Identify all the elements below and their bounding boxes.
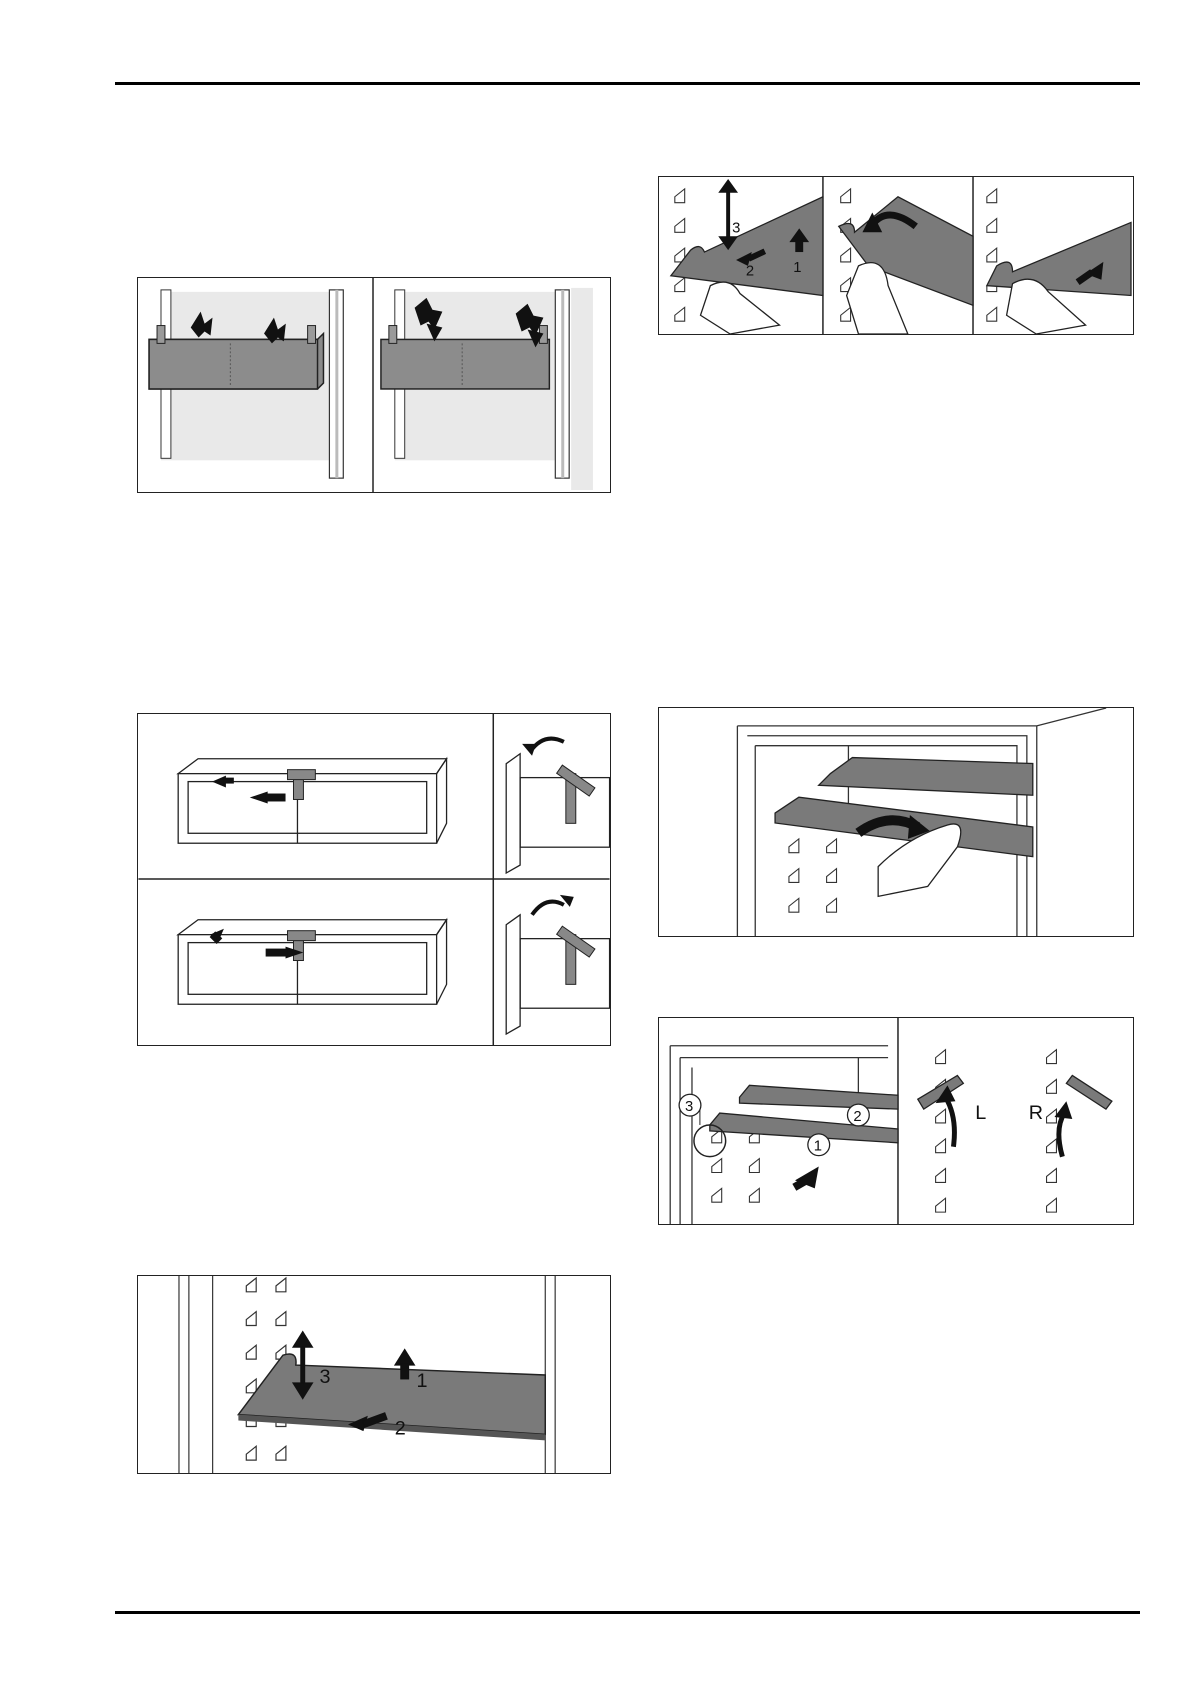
hands-step-3: 3 — [732, 220, 740, 236]
circle-label-1: 1 — [814, 1139, 822, 1155]
figure-shelf-support: 3 2 1 L R — [658, 1017, 1134, 1225]
circle-label-3: 3 — [685, 1099, 693, 1115]
circle-label-2: 2 — [853, 1109, 861, 1125]
figure-shelf-insert — [658, 707, 1134, 937]
header-rule — [115, 82, 1140, 85]
figure-glass-shelf-hands: 3 2 1 — [658, 176, 1134, 335]
glass-shelf — [238, 1354, 545, 1440]
step-label-2: 2 — [395, 1417, 406, 1439]
side-label-right: R — [1029, 1102, 1043, 1124]
hands-step-1: 1 — [793, 260, 801, 276]
figure-rack-divider — [137, 713, 611, 1046]
hands-step-2: 2 — [746, 264, 754, 280]
rotate-arrow-icon — [530, 739, 564, 915]
step-label-3: 3 — [320, 1366, 331, 1388]
footer-rule — [115, 1611, 1140, 1614]
figure-glass-shelf-removal: 3 1 2 — [137, 1275, 611, 1474]
side-label-left: L — [975, 1102, 986, 1124]
step-label-1: 1 — [417, 1370, 428, 1392]
figure-door-rack-removal — [137, 277, 611, 493]
